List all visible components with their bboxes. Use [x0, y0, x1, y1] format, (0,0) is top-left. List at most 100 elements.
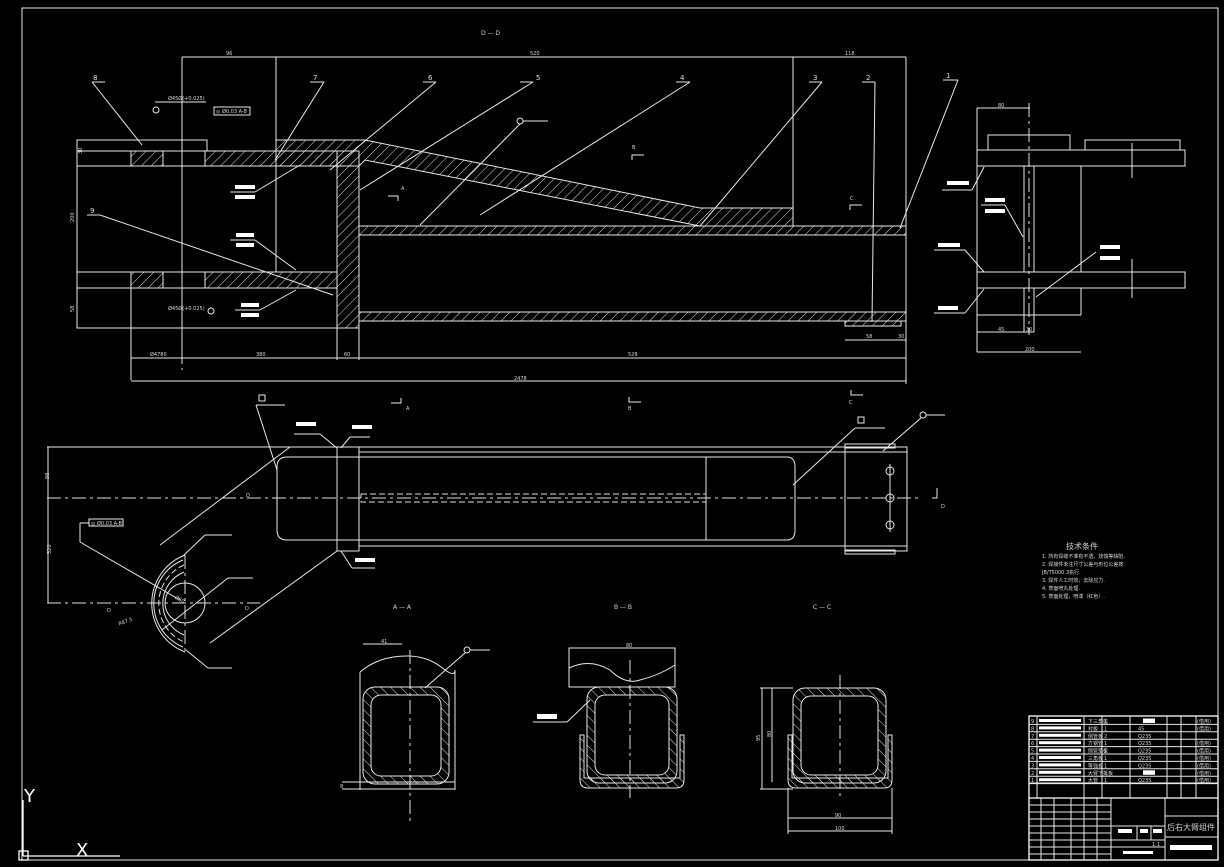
bom-material: Q235 [1138, 778, 1151, 784]
cut-a-label: A [401, 186, 405, 192]
bom-no: 8 [1031, 726, 1034, 732]
bom-code-redacted [1039, 733, 1081, 737]
bom-no: 4 [1031, 756, 1034, 762]
bom-code-redacted [1039, 719, 1081, 722]
bom-code-redacted [1039, 778, 1081, 782]
dim-bottom-3: 60 [344, 352, 350, 358]
side-view: 80 45 30 200 [934, 103, 1186, 353]
bom-note: (借用) [1197, 740, 1211, 747]
bom-no: 1 [1031, 778, 1034, 784]
dim-left-3: 200 [70, 212, 76, 222]
bom-name: 大管 [1088, 777, 1098, 784]
bom-name: 大臂下托板 [1088, 770, 1113, 777]
balloon-1: 1 [946, 72, 950, 80]
tech-item-6: 5. 表面处理，喷漆（红色）. [1042, 593, 1105, 600]
balloon-5: 5 [536, 74, 540, 82]
balloon-7: 7 [313, 74, 317, 82]
drawing-border [21, 7, 1219, 861]
dim-sec-c-h2: 80 [767, 731, 773, 737]
bom-material: Q235 [1138, 734, 1151, 740]
tolerance-frame-top: ◎ Ø0.03 A-B [216, 108, 248, 115]
bom-qty: 2 [1104, 734, 1107, 740]
bom-qty: 1 [1104, 756, 1107, 762]
bom-name: 侧管垫板 [1088, 748, 1108, 755]
tech-item-4: 3. 焊件人工时效，去除应力. [1042, 577, 1105, 584]
tech-item-3: JB/T5000.3执行. [1041, 569, 1081, 576]
bom-no: 5 [1031, 749, 1034, 755]
bom-no: 2 [1031, 771, 1034, 777]
bom-row: 1 大管 1 Q235 (借用) [1029, 777, 1218, 784]
bom-qty: 1 [1104, 719, 1107, 725]
section-c-title: C — C [813, 604, 831, 611]
balloon-2: 2 [866, 74, 870, 82]
title-name: 后右大臂组件 [1167, 822, 1215, 832]
cut-c-label: C [850, 196, 854, 202]
bom-no: 9 [1031, 719, 1034, 725]
bom-code-redacted [1039, 756, 1081, 759]
bom-note: (借用) [1197, 718, 1211, 725]
ucs-icon: Y X [18, 786, 120, 861]
dim-sec-a-w: 41 [381, 639, 387, 645]
bom-material: Q235 [1138, 749, 1151, 755]
tech-title: 技术条件 [1066, 541, 1098, 551]
bom-material-redacted [1143, 718, 1155, 723]
bom-qty: 1 [1104, 763, 1107, 769]
balloon-leaders: 8 7 6 5 4 3 2 1 9 [87, 72, 959, 323]
bom-no: 6 [1031, 741, 1034, 747]
dim-bottom-1: Ø4780 [150, 351, 167, 358]
bom-qty: 1 [1104, 771, 1107, 777]
section-a-title: A — A [393, 604, 412, 611]
cut-b-label: B [632, 145, 636, 151]
bom-qty: 1 [1104, 741, 1107, 747]
dim-sec-c-w2: 100 [835, 826, 845, 832]
dim-sec-b-w: 80 [626, 643, 632, 649]
dim-side-total: 200 [1025, 347, 1035, 353]
dim-sec-c-h1: 95 [756, 735, 762, 741]
bom-code-redacted [1039, 748, 1081, 752]
dim-top-right: 118 [845, 51, 855, 57]
cut-b-top: B [628, 406, 632, 412]
bom-material-redacted [1143, 770, 1155, 775]
dim-top-mid: 520 [530, 51, 540, 57]
bom-qty: 1 [1104, 749, 1107, 755]
bom-material: Q235 [1138, 763, 1151, 769]
bom-name: 等强板 [1088, 762, 1103, 769]
tech-item-2: 2. 焊接件未注尺寸公差与形位公差按 [1042, 561, 1123, 568]
hole-tol-top: Ø45Ø(+0.025) [168, 95, 205, 102]
hole-tol-bottom: Ø45Ø(+0.025) [168, 305, 205, 312]
dim-bottom-4: 528 [628, 352, 638, 358]
cut-c-top: C [849, 400, 853, 406]
dim-top-left: 96 [226, 51, 232, 57]
section-b-title: B — B [614, 604, 632, 611]
ucs-x-label: X [76, 840, 88, 861]
bom-note: (借用) [1197, 777, 1211, 784]
bom-name: 衬板 [1088, 725, 1098, 732]
main-section-view: D — D 96 520 118 [70, 30, 959, 384]
bom-note: (借用) [1197, 762, 1211, 769]
bom-qty: 1 [1104, 778, 1107, 784]
bom-code-redacted [1039, 741, 1081, 745]
dim-bottom-2: 380 [256, 352, 266, 358]
balloon-9: 9 [90, 207, 94, 215]
title-scale: 1:1 [1152, 842, 1160, 848]
top-view: 88 320 R87.5 Ø50 ◎ Ø0.03 A-B D D D D A B… [45, 390, 945, 669]
bom-note: (借用) [1197, 755, 1211, 762]
bom-name: 三角板 [1088, 755, 1103, 762]
dim-side-b2: 30 [1026, 327, 1032, 333]
bom-code-redacted [1039, 770, 1081, 774]
dim-side-top: 80 [998, 103, 1004, 109]
tech-requirements: 技术条件 1. 所有焊缝不准有不透、烧蚀等缺陷. 2. 焊接件未注尺寸公差与形位… [1041, 541, 1125, 600]
bom-name: 下三角座 [1088, 718, 1108, 725]
section-a-a: A — A 41 8 [340, 604, 490, 823]
bom-note: (借用) [1197, 748, 1211, 755]
bom-name: 侧管板 [1088, 733, 1103, 740]
balloon-6: 6 [428, 74, 433, 82]
balloon-8: 8 [93, 74, 97, 82]
tech-item-5: 4. 表面喷丸处理. [1042, 585, 1080, 592]
